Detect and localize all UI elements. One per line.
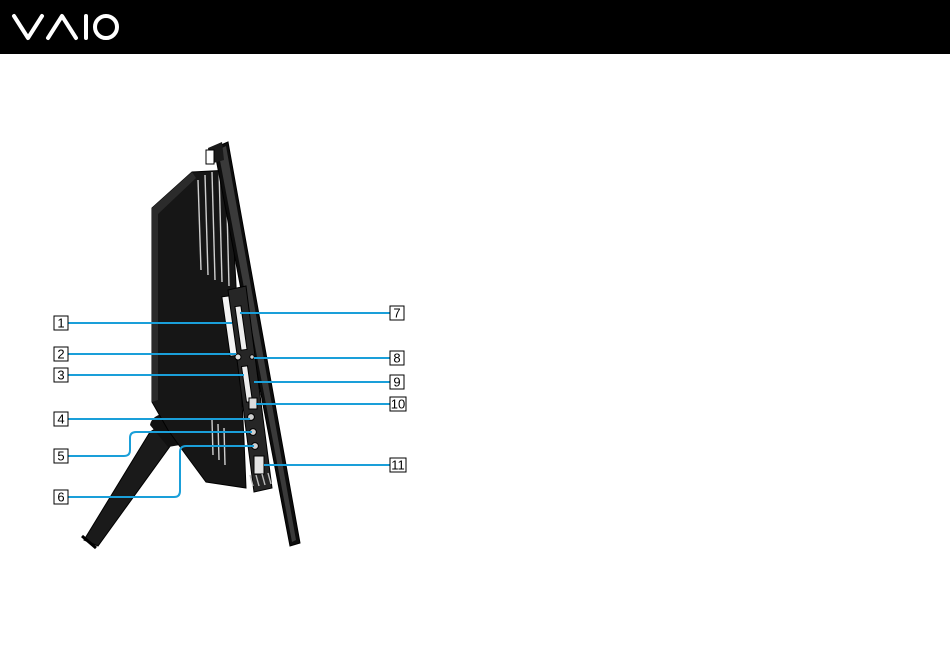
callout-8: 8: [390, 351, 404, 366]
computer-side-illustration: [82, 142, 300, 548]
callout-label: 9: [393, 375, 400, 390]
computer-side-view-figure: 1 2 3 4 5 6 7 8 9 10 11: [0, 54, 950, 669]
callout-3: 3: [54, 368, 68, 383]
callout-10: 10: [390, 397, 406, 412]
callout-label: 2: [57, 347, 64, 362]
callout-label: 5: [57, 449, 64, 464]
callout-2: 2: [54, 347, 68, 362]
vaio-logo: [10, 10, 122, 44]
callout-5: 5: [54, 449, 68, 464]
header-bar: [0, 0, 950, 54]
callout-label: 7: [393, 306, 400, 321]
callout-7: 7: [390, 306, 404, 321]
callout-1: 1: [54, 316, 68, 331]
callout-label: 6: [57, 490, 64, 505]
callout-label: 10: [391, 397, 405, 412]
callout-11: 11: [390, 458, 406, 473]
callout-label: 8: [393, 351, 400, 366]
callout-4: 4: [54, 412, 68, 427]
callout-label: 3: [57, 368, 64, 383]
callout-9: 9: [390, 375, 404, 390]
callout-6: 6: [54, 490, 68, 505]
callout-label: 1: [57, 316, 64, 331]
callout-label: 11: [391, 458, 405, 473]
callout-label: 4: [57, 412, 64, 427]
